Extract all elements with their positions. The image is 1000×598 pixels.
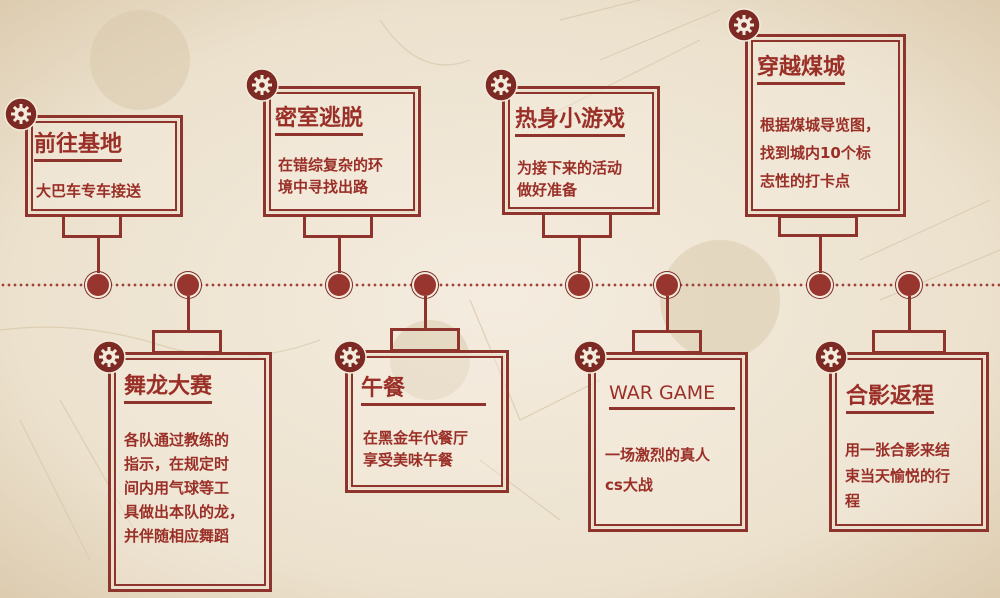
gear-icon (484, 68, 518, 102)
stem-8 (908, 296, 911, 332)
connector-8 (872, 330, 946, 354)
event-desc-6: 一场激烈的真人 cs大战 (605, 446, 711, 494)
event-title-4: 午餐 (361, 376, 486, 407)
gear-icon (92, 340, 126, 374)
gear-icon (573, 340, 607, 374)
event-desc-5: 为接下来的活动 做好准备 (517, 159, 623, 199)
stem-3 (338, 237, 341, 273)
stem-7 (819, 236, 822, 273)
event-title-7: 穿越煤城 (757, 55, 846, 86)
stem-1 (97, 237, 100, 273)
timeline-node-2 (175, 272, 201, 298)
connector-2 (152, 330, 222, 354)
event-card-1 (25, 115, 183, 217)
gear-icon (727, 8, 761, 42)
connector-3 (303, 214, 373, 238)
gear-icon (4, 97, 38, 131)
gear-icon (333, 340, 367, 374)
stem-5 (578, 237, 581, 273)
timeline-dotted-line (0, 283, 1000, 287)
connector-7 (778, 215, 858, 237)
connector-5 (542, 212, 612, 238)
stem-6 (666, 296, 669, 332)
event-card-2 (108, 352, 272, 592)
timeline-node-4 (412, 272, 438, 298)
gear-icon (245, 68, 279, 102)
event-title-3: 密室逃脱 (275, 106, 364, 137)
event-desc-7: 根据煤城导览图， 找到城内10个标 志性的打卡点 (760, 116, 881, 190)
connector-1 (62, 214, 122, 238)
event-card-4 (345, 350, 509, 493)
event-card-7 (745, 34, 906, 217)
event-desc-2: 各队通过教练的 指示，在规定时 间内用气球等工 具做出本队的龙， 并伴随相应舞蹈 (124, 431, 245, 545)
event-card-3 (263, 86, 421, 217)
stem-4 (424, 296, 427, 330)
event-title-6: WAR GAME (609, 382, 735, 410)
event-title-8: 合影返程 (846, 384, 935, 415)
event-desc-1: 大巴车专车接送 (36, 182, 142, 200)
timeline-node-3 (326, 272, 352, 298)
timeline-node-6 (654, 272, 680, 298)
event-card-5 (502, 86, 660, 215)
event-card-6 (588, 352, 748, 532)
event-card-8 (829, 352, 989, 532)
timeline-node-8 (896, 272, 922, 298)
event-desc-3: 在错综复杂的环 境中寻找出路 (278, 156, 384, 196)
timeline-node-7 (807, 272, 833, 298)
connector-6 (632, 330, 702, 354)
timeline-node-1 (85, 272, 111, 298)
event-desc-8: 用一张合影来结 束当天愉悦的行 程 (845, 441, 951, 510)
connector-4 (390, 328, 460, 352)
event-title-1: 前往基地 (34, 132, 123, 163)
event-title-2: 舞龙大赛 (124, 374, 213, 405)
stem-2 (187, 296, 190, 332)
timeline-node-5 (566, 272, 592, 298)
event-title-5: 热身小游戏 (515, 107, 626, 138)
gear-icon (814, 340, 848, 374)
event-desc-4: 在黑金年代餐厅 享受美味午餐 (363, 429, 469, 469)
